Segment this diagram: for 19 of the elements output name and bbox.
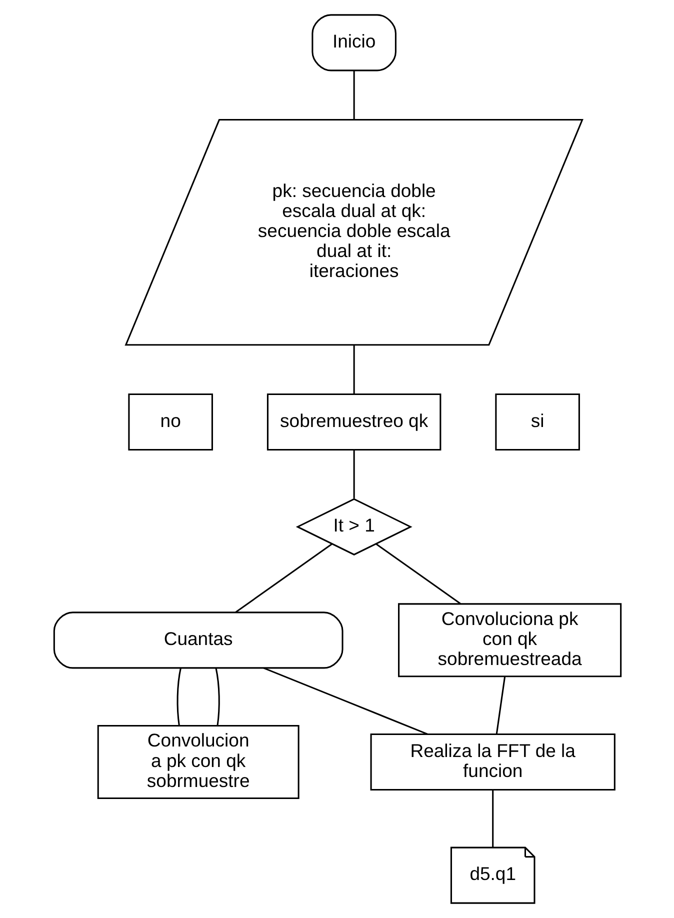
- node-box: Realiza la FFT de la funcion: [370, 733, 615, 791]
- node-box: no: [128, 393, 212, 451]
- connector: [375, 544, 461, 604]
- connector: [234, 544, 332, 613]
- node-box: Inicio: [311, 14, 396, 72]
- node-box: sobremuestreo qk: [266, 393, 441, 451]
- node-box: Cuantas: [52, 612, 343, 669]
- connector: [262, 667, 428, 735]
- connector: [495, 676, 506, 734]
- connector: [214, 668, 220, 726]
- connector: [352, 345, 354, 394]
- node-box: Convoluciona pk con qk sobremuestreada: [398, 603, 622, 678]
- connector: [352, 70, 354, 120]
- node-box: Convolucion a pk con qk sobrmuestre: [96, 724, 299, 799]
- connector: [352, 450, 354, 498]
- node-diamond: It > 1: [295, 498, 412, 556]
- connector: [176, 668, 181, 726]
- node-box: si: [494, 393, 580, 451]
- connector: [492, 790, 494, 848]
